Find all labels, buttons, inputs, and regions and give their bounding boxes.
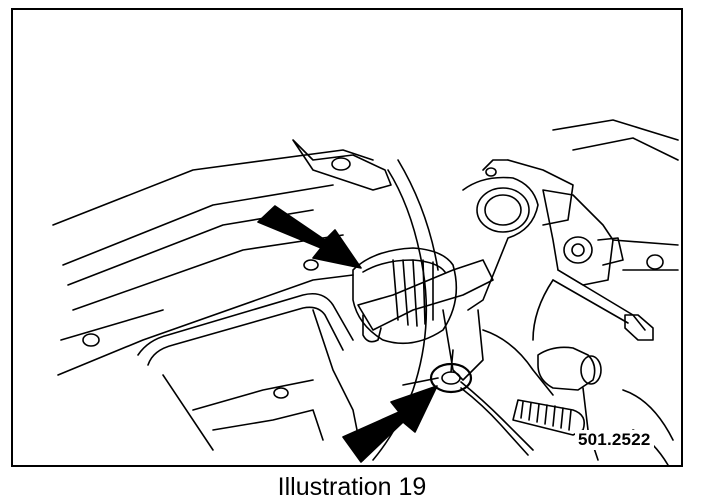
lower-panel bbox=[137, 292, 364, 461]
figure-caption: Illustration 19 bbox=[277, 473, 427, 501]
body-panel bbox=[52, 149, 374, 376]
grommet bbox=[402, 349, 534, 456]
engine-bay-line-drawing bbox=[52, 119, 679, 465]
upper-callout-arrow bbox=[257, 205, 362, 269]
coil-spring bbox=[512, 399, 586, 436]
illustration-frame: 501.2522 bbox=[11, 8, 683, 467]
lower-callout-arrow bbox=[342, 385, 438, 463]
right-bracket bbox=[542, 119, 679, 286]
thermostat-housing bbox=[442, 159, 574, 396]
control-rod bbox=[532, 269, 654, 341]
reference-number: 501.2522 bbox=[575, 430, 654, 450]
coolant-hose bbox=[352, 247, 494, 345]
